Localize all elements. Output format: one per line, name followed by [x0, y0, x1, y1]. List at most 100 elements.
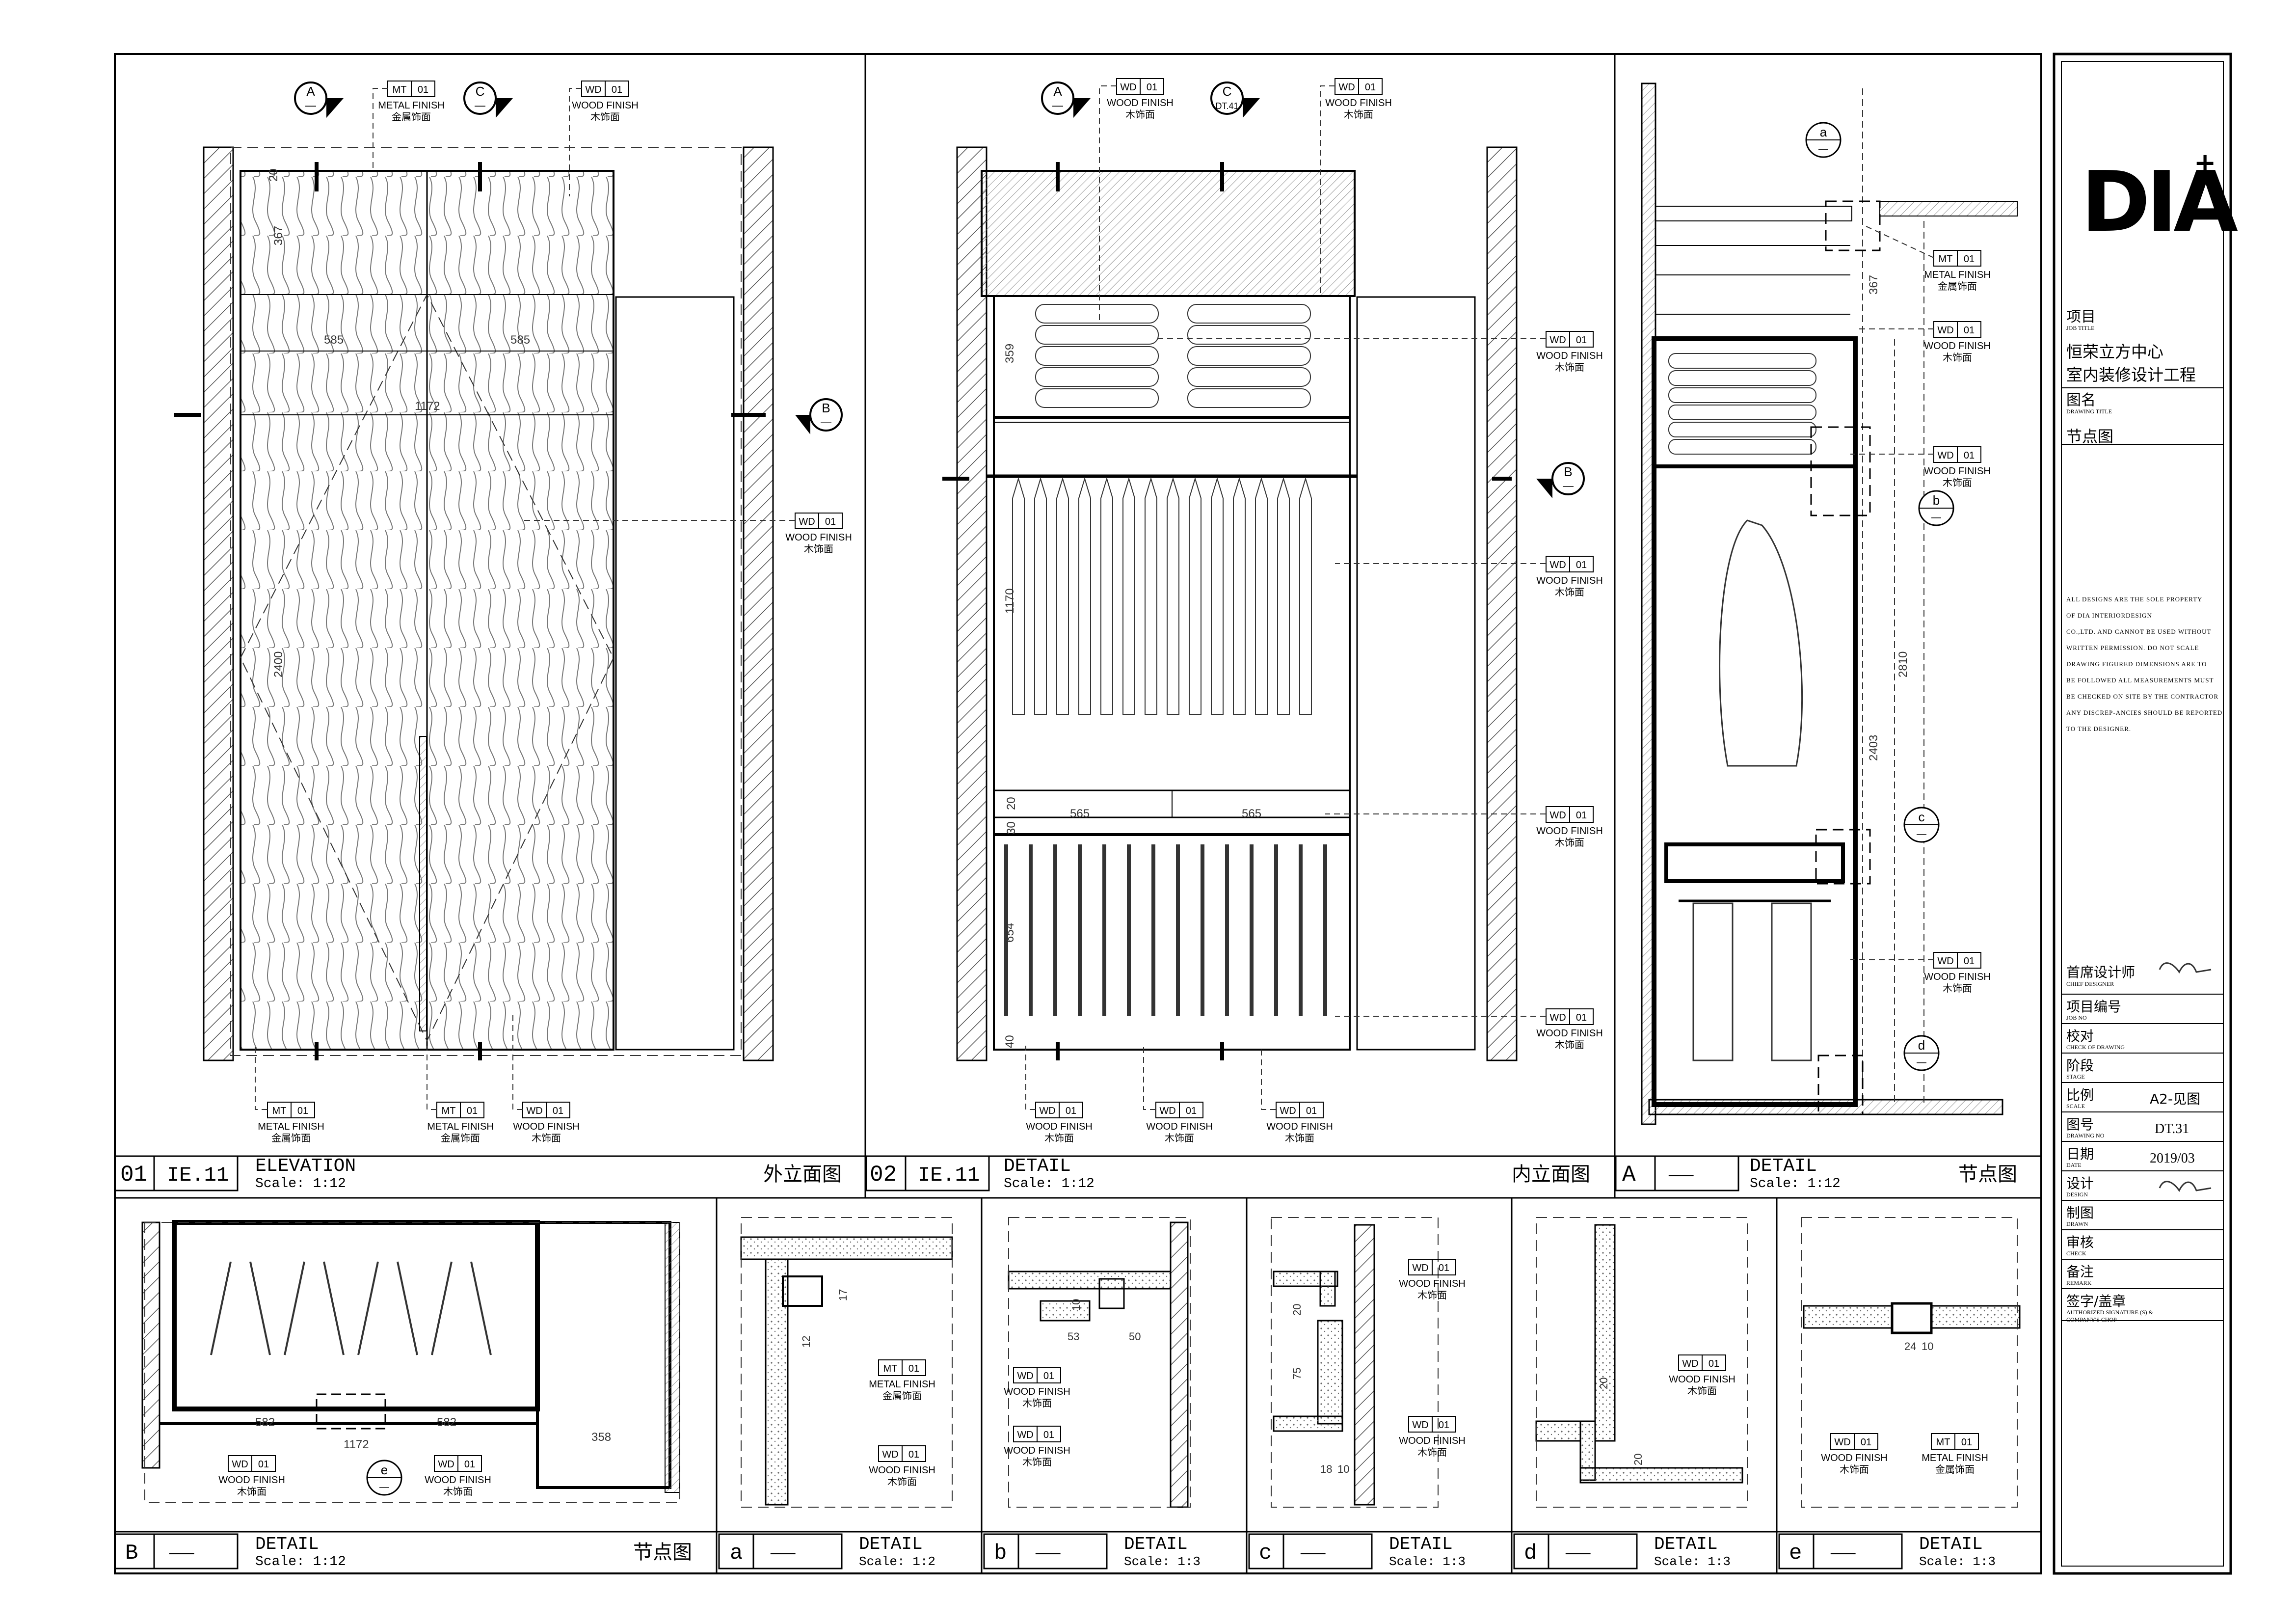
svg-text:01: 01 — [1861, 1437, 1871, 1448]
svg-text:CHECK OF DRAWING: CHECK OF DRAWING — [2066, 1044, 2125, 1051]
panel-number: a — [730, 1541, 743, 1566]
svg-text:—: — — [1917, 1057, 1926, 1068]
svg-text:WOOD FINISH: WOOD FINISH — [869, 1465, 935, 1476]
dim-label: 20 — [1632, 1454, 1644, 1465]
svg-text:d: d — [1918, 1038, 1925, 1053]
svg-text:01: 01 — [1186, 1106, 1197, 1116]
svg-text:首席设计师: 首席设计师 — [2066, 964, 2135, 980]
svg-text:木饰面: 木饰面 — [1022, 1397, 1052, 1409]
signature-mark — [2159, 1181, 2212, 1192]
dim-label: 585 — [510, 333, 530, 347]
svg-text:—: — — [821, 416, 831, 428]
svg-text:01: 01 — [418, 84, 428, 95]
date-value: 2019/03 — [2150, 1151, 2195, 1166]
svg-text:DRAWN: DRAWN — [2066, 1220, 2088, 1227]
panel-number: 02 — [870, 1162, 897, 1188]
dim-label: 75 — [1291, 1368, 1303, 1380]
svg-text:木饰面: 木饰面 — [1555, 1039, 1584, 1051]
svg-text:WD: WD — [1549, 560, 1566, 570]
svg-text:木饰面: 木饰面 — [1125, 108, 1155, 120]
section-marks: A — C — A — C DT.41 B — — [294, 81, 1585, 498]
svg-text:WD: WD — [1937, 450, 1953, 461]
section-mark-b-icon: B — — [1536, 462, 1585, 498]
panel-ref: IE.11 — [918, 1164, 980, 1187]
svg-text:WOOD FINISH: WOOD FINISH — [513, 1121, 580, 1132]
svg-text:BE CHECKED ON SITE BY THE CONT: BE CHECKED ON SITE BY THE CONTRACTOR — [2066, 693, 2218, 700]
section-mark-a-icon: A — — [1041, 81, 1091, 118]
svg-text:审核: 审核 — [2066, 1234, 2094, 1250]
panel-number: B — [125, 1541, 138, 1566]
svg-text:木饰面: 木饰面 — [1555, 361, 1584, 373]
svg-text:WD: WD — [1834, 1437, 1850, 1448]
job-title-label-en: JOB TITLE — [2066, 325, 2094, 331]
panel-ref: IE.11 — [167, 1164, 229, 1187]
dim-label: 50 — [1129, 1330, 1141, 1343]
svg-text:REMARK: REMARK — [2066, 1279, 2092, 1286]
svg-text:WD: WD — [585, 84, 601, 95]
dim-label: 20 — [1291, 1304, 1303, 1316]
svg-text:金属饰面: 金属饰面 — [1935, 1463, 1975, 1475]
svg-text:校对: 校对 — [2066, 1028, 2094, 1044]
svg-text:A: A — [1053, 84, 1062, 99]
svg-text:METAL FINISH: METAL FINISH — [258, 1121, 324, 1132]
panel-ref: —— — [1565, 1542, 1591, 1565]
panel-number: e — [1789, 1541, 1802, 1566]
svg-text:01: 01 — [1964, 450, 1975, 461]
panel-number: d — [1524, 1541, 1537, 1566]
panel-cn-title: 节点图 — [633, 1541, 692, 1564]
svg-text:01: 01 — [1964, 325, 1975, 336]
svg-text:制图: 制图 — [2066, 1205, 2094, 1221]
svg-text:木饰面: 木饰面 — [1555, 586, 1584, 598]
svg-text:ANY DISCREP-ANCIES SHOULD BE R: ANY DISCREP-ANCIES SHOULD BE REPORTED — [2066, 709, 2222, 716]
svg-text:WOOD FINISH: WOOD FINISH — [1325, 98, 1392, 108]
svg-text:01: 01 — [553, 1106, 563, 1116]
section-mark-c-icon: C — — [463, 81, 513, 118]
svg-text:木饰面: 木饰面 — [1943, 352, 1972, 363]
svg-text:木饰面: 木饰面 — [1840, 1463, 1869, 1475]
panel-title: DETAIL — [859, 1534, 923, 1554]
title-bars-top — [114, 1155, 2041, 1191]
svg-text:WD: WD — [1159, 1106, 1175, 1116]
svg-text:01: 01 — [1576, 335, 1587, 346]
detail-callout-e-icon: e— — [366, 1460, 402, 1496]
dim-label: 582 — [255, 1416, 275, 1429]
panel-number: b — [994, 1541, 1007, 1566]
dim-label: 359 — [1003, 344, 1016, 363]
svg-text:MT: MT — [1936, 1437, 1950, 1448]
svg-text:木饰面: 木饰面 — [1943, 982, 1972, 994]
svg-text:01: 01 — [467, 1106, 478, 1116]
panel-number: c — [1259, 1541, 1272, 1566]
svg-text:WOOD FINISH: WOOD FINISH — [1536, 1028, 1603, 1039]
svg-text:WOOD FINISH: WOOD FINISH — [1536, 826, 1603, 837]
svg-text:C: C — [1223, 84, 1232, 99]
svg-text:SCALE: SCALE — [2066, 1103, 2085, 1110]
svg-text:WOOD FINISH: WOOD FINISH — [572, 100, 639, 111]
company-logo: DIA + — [2081, 147, 2242, 251]
dim-label: 582 — [437, 1416, 456, 1429]
svg-text:01: 01 — [1439, 1263, 1449, 1273]
panel-ref: —— — [1300, 1542, 1326, 1565]
svg-text:木饰面: 木饰面 — [1417, 1289, 1447, 1301]
svg-text:01: 01 — [258, 1459, 269, 1470]
svg-text:设计: 设计 — [2066, 1175, 2094, 1191]
svg-text:金属饰面: 金属饰面 — [1938, 280, 1977, 292]
svg-text:WD: WD — [438, 1459, 454, 1470]
job-title-label: 项目 — [2066, 308, 2096, 325]
svg-text:01: 01 — [908, 1363, 919, 1374]
svg-text:WD: WD — [1412, 1420, 1428, 1431]
svg-text:木饰面: 木饰面 — [1285, 1132, 1314, 1144]
detail-callout-d-icon: d— — [1903, 1035, 1940, 1071]
section-mark-b-icon: B — — [795, 398, 843, 434]
elevation-drawing: 20 367 585 585 1172 2400 — [174, 146, 774, 1061]
